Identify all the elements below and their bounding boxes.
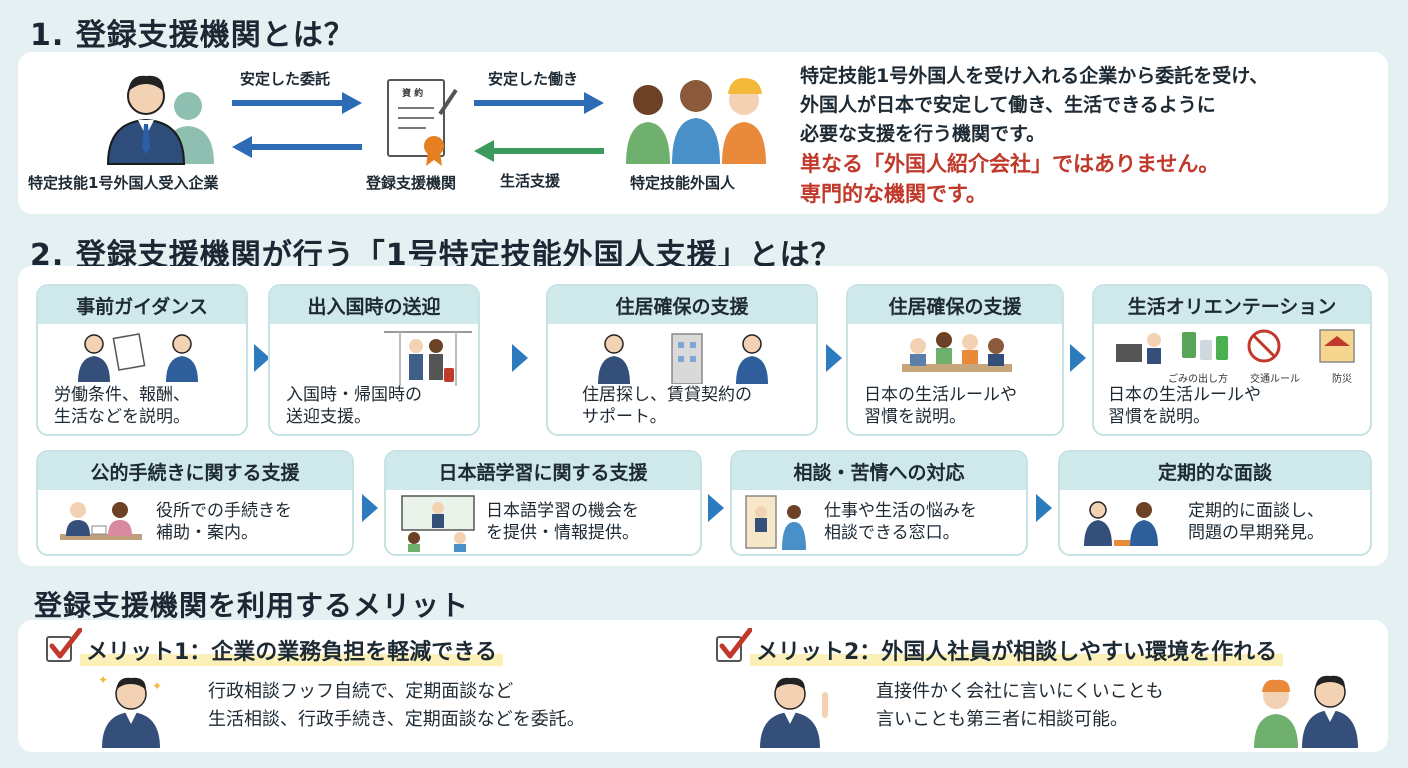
card-text-line: 日本の生活ルールや xyxy=(864,385,1017,405)
guidance-illustration-icon xyxy=(78,333,198,382)
card-text-line: 相談できる窓口。 xyxy=(824,523,960,543)
arrow-label-stable-work: 安定した働き xyxy=(488,70,579,88)
card-text-line: サポート。 xyxy=(582,407,667,427)
chevron-right-icon xyxy=(254,344,270,372)
arrow-left-bottom-left xyxy=(232,136,362,158)
support-card: 日本語学習に関する支援 日本語学習の機会を を提供・情報提供。 xyxy=(384,450,702,556)
public-procedure-illustration-icon xyxy=(60,502,142,540)
support-card: 定期的な面談 定期的に面談し、 問題の早期発見。 xyxy=(1058,450,1372,556)
card-heading: 定期的な面談 xyxy=(1060,452,1370,490)
description-line: 必要な支援を行う機関です。 xyxy=(800,123,1046,145)
card-heading: 日本語学習に関する支援 xyxy=(386,452,700,490)
card-heading: 住居確保の支援 xyxy=(548,286,816,324)
arrow-right-top-right xyxy=(474,92,604,114)
card-text-line: 生活などを説明。 xyxy=(54,407,190,427)
orientation-illustration-icon xyxy=(1116,329,1355,364)
support-card: 相談・苦情への対応 仕事や生活の悩みを 相談できる窓口。 xyxy=(730,450,1028,556)
card-heading: 事前ガイダンス xyxy=(38,286,246,324)
org-label: 登録支援機関 xyxy=(366,174,457,192)
card-heading: 生活オリエンテーション xyxy=(1094,286,1370,324)
card-text-line: 入国時・帰国時の xyxy=(286,385,422,405)
card-text-line: を提供・情報提供。 xyxy=(486,523,639,543)
card-text-line: 送迎支援。 xyxy=(286,407,371,427)
merit1-text-line: 行政相談フッフ自続で、定期面談など xyxy=(208,681,514,702)
card-text-line: 仕事や生活の悩みを xyxy=(824,501,977,521)
card-text-line: 問題の早期発見。 xyxy=(1188,523,1324,543)
card-heading: 公的手続きに関する支援 xyxy=(38,452,352,490)
workers-label: 特定技能外国人 xyxy=(630,174,736,192)
contract-document-icon xyxy=(387,79,458,166)
description-line: 特定技能1号外国人を受け入れる企業から委託を受け、 xyxy=(800,65,1269,87)
card-text-line: 定期的に面談し、 xyxy=(1188,501,1324,521)
check-mark-icon xyxy=(49,628,82,659)
merit2-text-line: 言いことも第三者に相談可能。 xyxy=(876,709,1128,730)
section1-title: 1. 登録支援機関とは？ xyxy=(30,18,355,53)
support-card: 出入国時の送迎 入国時・帰国時の 送迎支援。 xyxy=(268,284,480,436)
card-text-line: 日本の生活ルールや xyxy=(1108,385,1261,405)
housing-illustration-icon xyxy=(598,333,768,384)
card-text-line: 役所での手続きを xyxy=(156,501,292,521)
card-text-line: 住居探し、賃貸契約の xyxy=(582,385,752,405)
merit1-text-line: 生活相談、行政手続き、定期面談などを委託。 xyxy=(208,709,585,730)
chevron-right-icon xyxy=(512,344,528,372)
japanese-study-illustration-icon xyxy=(401,495,475,552)
svg-text:✦: ✦ xyxy=(152,679,162,693)
emphasis-line: 専門的な機関です。 xyxy=(800,182,987,206)
merit1-title: メリット1：企業の業務負担を軽減できる xyxy=(80,634,503,666)
support-card: 事前ガイダンス 労働条件、報酬、 生活などを説明。 xyxy=(36,284,248,436)
interview-illustration-icon xyxy=(1084,501,1158,546)
section3-panel: メリット1：企業の業務負担を軽減できる ✦ ✦ 行政相談フッフ自続で、定期面談な… xyxy=(18,620,1388,752)
section1-description: 特定技能1号外国人を受け入れる企業から委託を受け、 外国人が日本で安定して働き、… xyxy=(800,62,1268,209)
support-card: 住居確保の支援 日本の生活ルールや 習慣を説明。 xyxy=(846,284,1064,436)
pointing-staff-icon xyxy=(760,677,828,748)
smiling-staff-icon: ✦ ✦ xyxy=(98,673,162,748)
card-heading: 相談・苦情への対応 xyxy=(732,452,1026,490)
consulting-workers-icon xyxy=(1254,675,1358,748)
description-line: 外国人が日本で安定して働き、生活できるように xyxy=(800,94,1216,116)
icon-caption: 交通ルール xyxy=(1250,374,1300,385)
arrow-left-bottom-right xyxy=(474,140,604,162)
arrow-label-life-support: 生活支援 xyxy=(500,172,561,190)
card-text-line: 日本語学習の機会を xyxy=(486,501,639,521)
svg-text:✦: ✦ xyxy=(98,673,108,687)
card-text-line: 習慣を説明。 xyxy=(864,407,966,427)
document-label: 資 約 xyxy=(402,89,424,99)
icon-caption: 防災 xyxy=(1332,374,1352,385)
chevron-right-icon xyxy=(1036,494,1052,522)
airport-pickup-illustration-icon xyxy=(384,331,472,386)
chevron-right-icon xyxy=(1070,344,1086,372)
chevron-right-icon xyxy=(708,494,724,522)
card-text-line: 補助・案内。 xyxy=(156,523,258,543)
card-heading: 住居確保の支援 xyxy=(848,286,1062,324)
company-label: 特定技能1号外国人受入企業 xyxy=(28,174,219,192)
arrow-label-entrust: 安定した委託 xyxy=(240,70,331,88)
consultation-desk-illustration-icon xyxy=(745,495,806,550)
section2-panel: 事前ガイダンス 労働条件、報酬、 生活などを説明。 出入国時の送迎 入国時・帰国… xyxy=(18,266,1388,566)
section3-title: 登録支援機関を利用するメリット xyxy=(34,589,470,622)
support-card: 生活オリエンテーション ごみの出し方 交通ルール 防災 日本の生活ルールや 習慣… xyxy=(1092,284,1372,436)
support-card: 住居確保の支援 住居探し、賃貸契約の サポート。 xyxy=(546,284,818,436)
company-person-icon xyxy=(106,75,214,165)
icon-caption: ごみの出し方 xyxy=(1168,374,1228,385)
chevron-right-icon xyxy=(826,344,842,372)
merit2-text-line: 直接件かく会社に言いにくいことも xyxy=(876,681,1164,702)
card-text-line: 労働条件、報酬、 xyxy=(54,385,190,405)
support-card: 公的手続きに関する支援 役所での手続きを 補助・案内。 xyxy=(36,450,354,556)
card-text-line: 習慣を説明。 xyxy=(1108,407,1210,427)
life-rules-illustration-icon xyxy=(902,332,1012,372)
foreign-workers-icon xyxy=(626,78,766,164)
merit2-title: メリット2：外国人社員が相談しやすい環境を作れる xyxy=(750,634,1284,666)
chevron-right-icon xyxy=(362,494,378,522)
arrow-right-top-left xyxy=(232,92,362,114)
emphasis-line: 単なる「外国人紹介会社」ではありません。 xyxy=(800,152,1220,176)
section1-panel: 特定技能1号外国人受入企業 安定した委託 資 約 登録支援機関 安定した働き 生… xyxy=(18,52,1388,214)
card-heading: 出入国時の送迎 xyxy=(270,286,478,324)
check-mark-icon xyxy=(719,628,752,659)
